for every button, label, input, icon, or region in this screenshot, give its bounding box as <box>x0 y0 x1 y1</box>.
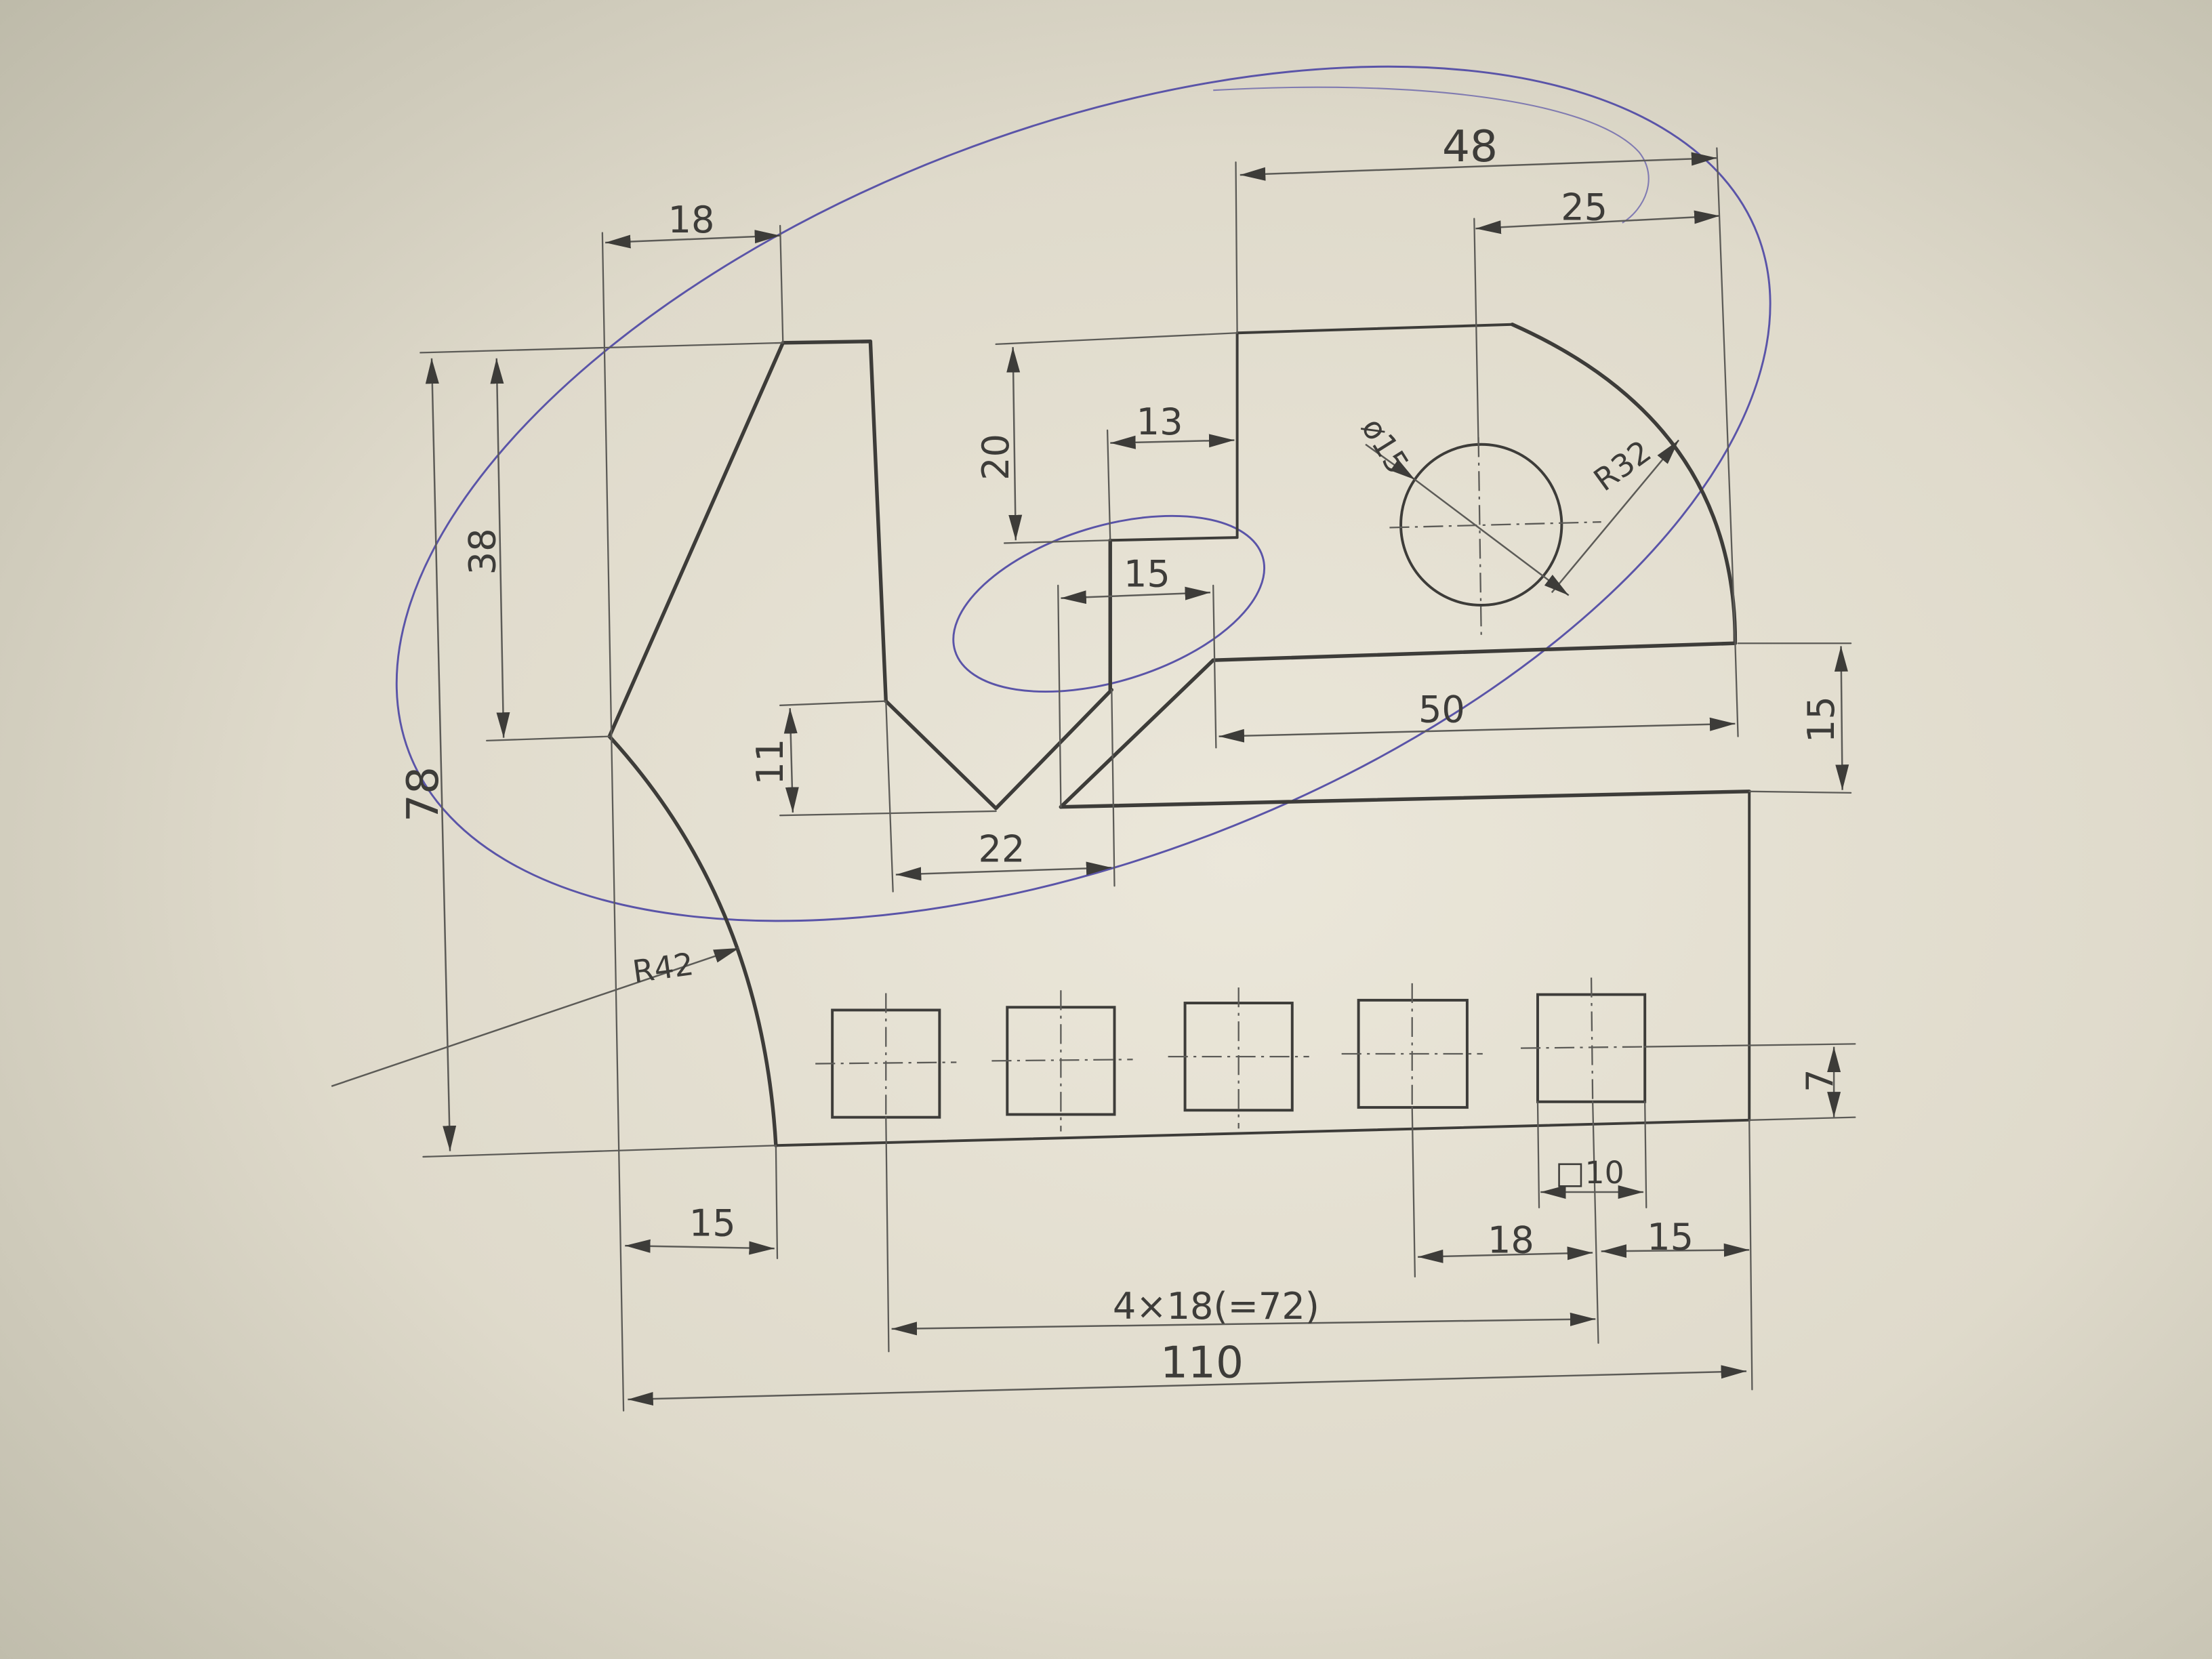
label-hole-offset: 25 <box>1561 186 1607 229</box>
ext-square-1-axis <box>885 1116 890 1353</box>
ext-base-right <box>1748 1116 1856 1121</box>
label-overall-width: 110 <box>1160 1337 1244 1388</box>
left-arm-inner-edge <box>868 340 888 703</box>
label-notch-width: 22 <box>979 828 1025 871</box>
label-square-pitch: 18 <box>1488 1218 1534 1261</box>
ext-base-left <box>422 1145 777 1158</box>
dim-line-arm-height <box>490 358 510 738</box>
label-notch-depth: 11 <box>749 739 792 785</box>
dim-line-notch-width <box>895 861 1112 881</box>
ext-25-hole-axis <box>1473 218 1479 445</box>
ext-step-vertical-down <box>1111 689 1115 887</box>
label-square-series: 4×18(=72) <box>1113 1285 1319 1328</box>
left-arm-r42-arc <box>607 734 778 1147</box>
extension-lines <box>419 147 1856 1412</box>
label-overall-height: 78 <box>398 766 449 822</box>
dim-line-slot-length <box>1218 717 1736 743</box>
ext-channel-left <box>1057 584 1062 808</box>
label-arm-offset: 15 <box>689 1202 736 1244</box>
hole-circle <box>1399 443 1563 607</box>
ext-square-axis-right <box>1644 1043 1856 1048</box>
dim-line-step-width <box>1110 434 1235 449</box>
ext-notch-top <box>779 700 887 706</box>
leader-lines <box>331 439 1680 1088</box>
ext-notch-left-vertical <box>885 700 894 893</box>
ext-48-left <box>1235 161 1238 334</box>
leader-hole-diameter-through <box>1414 478 1570 596</box>
ext-top-horizontal <box>995 332 1238 346</box>
outer-r32-arc <box>1510 323 1738 644</box>
ext-top-left-horizontal <box>419 342 784 354</box>
ext-square-5-right <box>1644 1101 1647 1209</box>
ext-channel-right <box>1212 584 1217 749</box>
ext-50-right <box>1734 642 1739 737</box>
ext-notch-bottom <box>779 810 997 817</box>
dim-line-channel-width <box>1061 586 1211 605</box>
slot-bottom-edge <box>1059 790 1751 809</box>
ext-slot-bottom-right <box>1748 790 1852 794</box>
ext-step-vertical-up <box>1106 429 1111 541</box>
ink-markings <box>395 65 1771 922</box>
dim-line-hole-offset <box>1475 210 1720 234</box>
part-outline <box>607 323 1751 1147</box>
label-step-width: 13 <box>1136 401 1183 443</box>
ext-square-5-axis <box>1592 1101 1599 1344</box>
label-channel-width: 15 <box>1124 553 1170 596</box>
hole-center-lines <box>1389 437 1601 635</box>
leader-outer-radius <box>1551 439 1680 594</box>
ext-right-lower <box>1748 1119 1753 1391</box>
left-arm-slant-edge <box>607 341 785 739</box>
dim-line-overall-width <box>628 1365 1747 1406</box>
dim-line-arm-offset <box>625 1239 775 1255</box>
ext-arm-top-vertical <box>779 224 784 344</box>
hole-horizontal-axis <box>1389 521 1601 529</box>
dim-line-step-height <box>1006 347 1023 541</box>
square-hole-2-h-axis <box>991 1059 1133 1062</box>
label-arm-height: 38 <box>461 528 504 575</box>
dim-line-top-width <box>1240 152 1717 181</box>
dim-line-slot-height <box>1834 646 1849 790</box>
ext-arc-end <box>775 1145 779 1259</box>
ink-ellipse-overstroke <box>1213 86 1650 224</box>
dim-line-top-arm-width <box>605 230 781 249</box>
square-hole-5-h-axis <box>1520 1046 1645 1049</box>
label-slot-length: 50 <box>1418 689 1465 731</box>
label-top-width: 48 <box>1442 121 1498 172</box>
step-horizontal-edge <box>1109 536 1239 542</box>
ink-large-ellipse <box>395 65 1771 922</box>
label-slot-height: 15 <box>1800 696 1843 743</box>
dim-line-square-series <box>891 1312 1596 1336</box>
dim-line-square-pitch <box>1418 1246 1593 1263</box>
label-square-offset: 7 <box>1799 1069 1841 1092</box>
upper-block-top-edge <box>1235 323 1514 335</box>
ink-small-ellipse <box>952 514 1266 693</box>
square-hole-5-v-axis <box>1590 977 1594 1102</box>
square-holes <box>815 977 1647 1132</box>
dim-line-square-edge <box>1601 1243 1750 1258</box>
v-notch <box>884 688 1114 811</box>
label-inner-radius: R42 <box>630 945 696 990</box>
ext-step-baseline <box>1003 539 1111 544</box>
dim-line-overall-height <box>425 358 457 1151</box>
ext-square-5-left <box>1536 1101 1540 1209</box>
label-step-height: 20 <box>975 434 1017 480</box>
channel-edge <box>1059 658 1215 809</box>
ext-arm-point <box>486 735 611 742</box>
label-square-edge: 15 <box>1647 1216 1694 1258</box>
leader-hole-diameter <box>1365 443 1416 480</box>
bottom-edge <box>774 1118 1751 1147</box>
slot-top-edge <box>1211 641 1738 662</box>
dimension-lines <box>425 152 1849 1406</box>
leader-inner-radius <box>331 947 740 1088</box>
label-square-size: □10 <box>1555 1154 1624 1191</box>
dim-line-notch-depth <box>783 708 799 813</box>
ext-square-4-axis <box>1411 1106 1416 1278</box>
left-arm-top-edge <box>781 340 873 345</box>
ext-48-right <box>1716 147 1736 643</box>
ext-left-vertical <box>601 232 625 1412</box>
label-top-arm-width: 18 <box>668 199 715 241</box>
